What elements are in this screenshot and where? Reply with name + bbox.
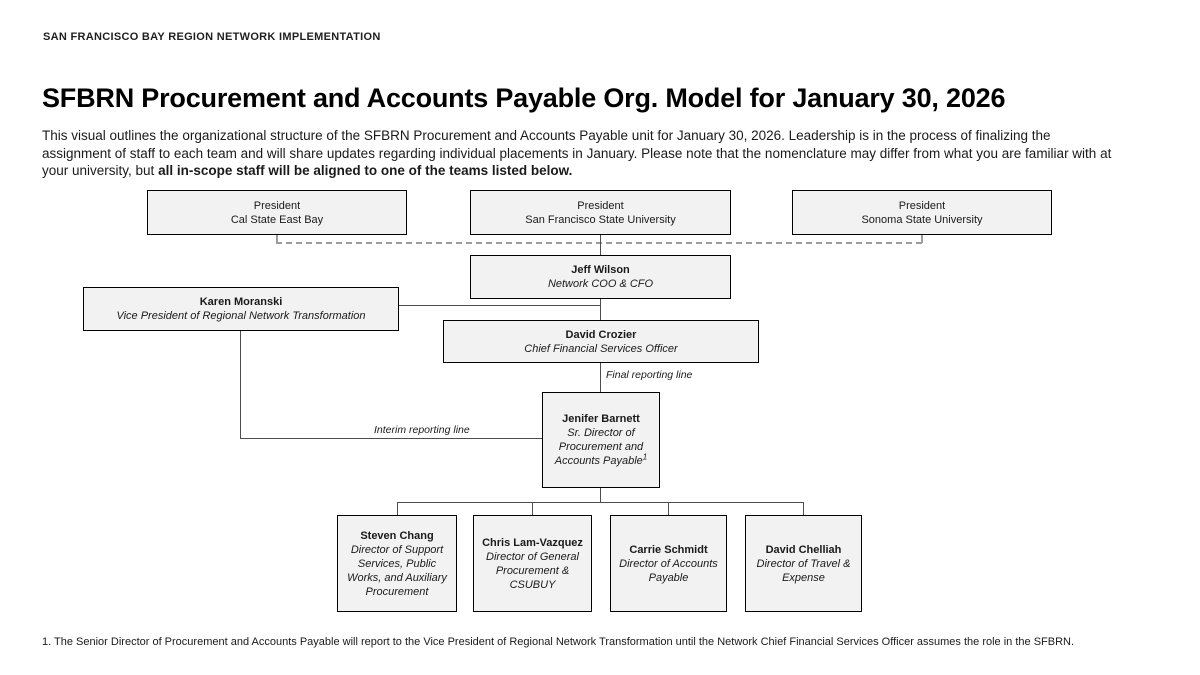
org-box-president-sfsu: President San Francisco State University: [470, 190, 731, 235]
intro-text: This visual outlines the organizational …: [42, 128, 1112, 179]
org-box-president-cal-state-east-bay: President Cal State East Bay: [147, 190, 407, 235]
org-box-campus: Sonoma State University: [861, 213, 983, 226]
interim-reporting-line-label: Interim reporting line: [374, 424, 470, 436]
footnote-marker: 1: [642, 452, 648, 462]
person-name: Steven Chang: [360, 529, 434, 542]
person-title-text: Sr. Director of Procurement and Accounts…: [554, 427, 644, 467]
person-title: Sr. Director of Procurement and Accounts…: [546, 426, 656, 468]
footnote: 1. The Senior Director of Procurement an…: [42, 636, 1075, 648]
connector-dashed-president-csueb: [276, 234, 278, 243]
person-name: Carrie Schmidt: [629, 543, 708, 556]
person-title: Chief Financial Services Officer: [524, 342, 678, 355]
org-box-network-coo-cfo: Jeff Wilson Network COO & CFO: [470, 255, 731, 299]
connector-dashed-president-sonoma: [921, 234, 923, 243]
org-box-sr-director-procurement-ap: Jenifer Barnett Sr. Director of Procurem…: [542, 392, 660, 488]
org-box-role: President: [577, 199, 624, 212]
connector-sr-director-down: [600, 488, 601, 502]
connector-stub-director-4: [803, 502, 804, 515]
person-title: Director of Support Services, Public Wor…: [347, 543, 447, 598]
person-name: Jeff Wilson: [571, 264, 630, 276]
org-box-role: President: [898, 199, 946, 212]
page-title: SFBRN Procurement and Accounts Payable O…: [42, 83, 1006, 113]
intro-paragraph: This visual outlines the organizational …: [42, 127, 1120, 180]
connector-vp-to-coo-line: [399, 305, 601, 306]
org-box-director-general-procurement: Chris Lam-Vazquez Director of General Pr…: [473, 515, 592, 612]
person-title: Vice President of Regional Network Trans…: [116, 310, 366, 322]
org-box-role: President: [253, 199, 301, 212]
intro-text-bold: all in-scope staff will be aligned to on…: [158, 163, 573, 179]
org-box-director-accounts-payable: Carrie Schmidt Director of Accounts Paya…: [610, 515, 727, 612]
person-name: Karen Moranski: [199, 296, 283, 308]
person-title: Director of Accounts Payable: [619, 557, 718, 584]
org-box-campus: Cal State East Bay: [230, 213, 324, 226]
connector-interim-to-sr-director: [240, 438, 542, 439]
final-reporting-line-label: Final reporting line: [606, 369, 693, 381]
connector-stub-director-3: [668, 502, 669, 515]
person-name: Chris Lam-Vazquez: [482, 536, 583, 549]
connector-directors-bus: [397, 502, 804, 503]
connector-vp-down: [240, 331, 241, 438]
org-box-president-sonoma: President Sonoma State University: [792, 190, 1052, 235]
connector-cfso-to-sr-director: [600, 363, 601, 392]
connector-coo-to-cfso: [600, 299, 601, 320]
connector-stub-director-2: [532, 502, 533, 515]
org-box-director-support-services: Steven Chang Director of Support Service…: [337, 515, 457, 612]
connector-president-sfsu-to-coo: [600, 234, 601, 255]
person-title: Director of Travel & Expense: [756, 557, 851, 584]
org-box-campus: San Francisco State University: [525, 213, 676, 226]
person-name: David Crozier: [565, 328, 637, 341]
person-name: David Chelliah: [765, 543, 842, 556]
person-name: Jenifer Barnett: [562, 413, 640, 425]
document-eyebrow: SAN FRANCISCO BAY REGION NETWORK IMPLEME…: [43, 31, 381, 43]
org-box-chief-financial-services-officer: David Crozier Chief Financial Services O…: [443, 320, 759, 363]
connector-dashed-presidents: [276, 242, 922, 244]
person-title: Network COO & CFO: [547, 278, 654, 290]
org-box-vp-regional-network-transformation: Karen Moranski Vice President of Regiona…: [83, 287, 399, 331]
org-box-director-travel-expense: David Chelliah Director of Travel & Expe…: [745, 515, 862, 612]
connector-stub-director-1: [397, 502, 398, 515]
person-title: Director of General Procurement & CSUBUY: [486, 550, 579, 591]
